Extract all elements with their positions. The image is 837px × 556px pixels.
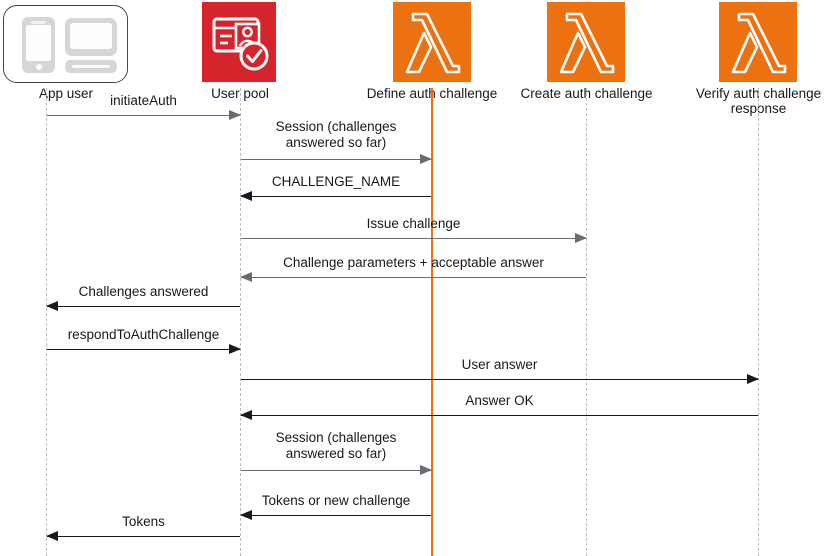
monitor-screen bbox=[70, 23, 112, 49]
lifeline-user-pool bbox=[240, 88, 241, 556]
phone-icon bbox=[22, 17, 55, 73]
actor-label-app-user: App user bbox=[38, 86, 94, 101]
aws-lambda-icon bbox=[719, 2, 797, 82]
actor-label-create-auth-challenge: Create auth challenge bbox=[520, 86, 653, 101]
message-label: Challenge parameters + acceptable answer bbox=[283, 255, 544, 270]
arrowhead-right-icon bbox=[229, 109, 241, 120]
arrowhead-right-icon bbox=[229, 343, 241, 354]
message-line bbox=[241, 238, 586, 239]
actor-label-define-auth-challenge: Define auth challenge bbox=[366, 86, 498, 101]
message-label: respondToAuthChallenge bbox=[67, 327, 220, 342]
arrowhead-left-icon bbox=[46, 300, 58, 311]
message-label: Challenges answered bbox=[78, 284, 209, 299]
message-line bbox=[47, 536, 240, 537]
keyboard-bar bbox=[72, 65, 110, 68]
arrowhead-left-icon bbox=[240, 190, 252, 201]
devices-icon bbox=[3, 5, 128, 83]
lifeline-define-auth-challenge bbox=[431, 88, 433, 556]
message-line bbox=[47, 115, 240, 116]
aws-lambda-icon bbox=[547, 2, 625, 82]
message-line bbox=[241, 470, 431, 471]
phone-home-button bbox=[36, 64, 42, 70]
arrowhead-right-icon bbox=[420, 153, 432, 164]
arrowhead-left-icon bbox=[240, 509, 252, 520]
message-line bbox=[47, 349, 240, 350]
message-label: Session (challenges answered so far) bbox=[275, 119, 397, 150]
message-label: Session (challenges answered so far) bbox=[275, 430, 397, 461]
lifeline-verify-auth-challenge bbox=[758, 88, 759, 556]
arrowhead-left-icon bbox=[240, 409, 252, 420]
message-label: Issue challenge bbox=[366, 216, 461, 231]
arrowhead-right-icon bbox=[747, 373, 759, 384]
message-line bbox=[241, 415, 758, 416]
message-label: Answer OK bbox=[465, 393, 534, 408]
keyboard-icon bbox=[65, 60, 117, 73]
lifeline-create-auth-challenge bbox=[586, 88, 587, 556]
user-pool-icon bbox=[202, 2, 276, 82]
message-label: initiateAuth bbox=[110, 93, 177, 108]
arrowhead-left-icon bbox=[240, 271, 252, 282]
message-line bbox=[241, 277, 586, 278]
message-label: Tokens bbox=[122, 514, 165, 529]
message-label: CHALLENGE_NAME bbox=[271, 174, 401, 189]
message-label: User answer bbox=[461, 357, 538, 372]
lifeline-app-user bbox=[46, 88, 47, 556]
actor-label-user-pool: User pool bbox=[211, 86, 269, 101]
aws-lambda-icon bbox=[393, 2, 471, 82]
message-line bbox=[47, 306, 240, 307]
phone-screen bbox=[26, 25, 51, 61]
message-label: Tokens or new challenge bbox=[261, 493, 411, 508]
message-line bbox=[241, 379, 758, 380]
monitor-icon bbox=[65, 18, 117, 56]
arrowhead-left-icon bbox=[46, 530, 58, 541]
phone-speaker bbox=[31, 20, 46, 24]
message-line bbox=[241, 159, 431, 160]
arrowhead-right-icon bbox=[420, 464, 432, 475]
message-line bbox=[241, 515, 431, 516]
message-line bbox=[241, 196, 431, 197]
arrowhead-right-icon bbox=[575, 232, 587, 243]
